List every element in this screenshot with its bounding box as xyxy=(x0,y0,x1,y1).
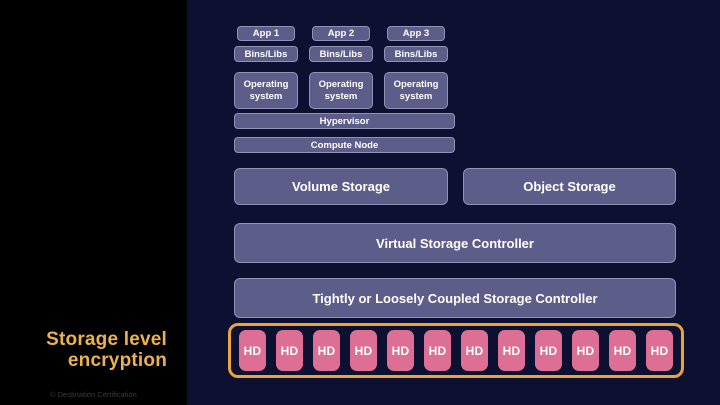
hd-box: HD xyxy=(609,330,636,371)
app-2-box: App 2 xyxy=(312,26,370,41)
bins-libs-row: Bins/Libs Bins/Libs Bins/Libs xyxy=(234,46,448,62)
hd-box: HD xyxy=(572,330,599,371)
slide-title-line1: Storage level xyxy=(46,329,167,350)
apps-row: App 1 App 2 App 3 xyxy=(234,26,448,41)
coupled-storage-controller-bar: Tightly or Loosely Coupled Storage Contr… xyxy=(234,278,676,318)
app-1-box: App 1 xyxy=(237,26,295,41)
app-3-box: App 3 xyxy=(387,26,445,41)
app-column-2: App 2 xyxy=(309,26,373,41)
hd-box: HD xyxy=(276,330,303,371)
operating-system-row: Operating system Operating system Operat… xyxy=(234,72,448,109)
hd-box: HD xyxy=(313,330,340,371)
volume-storage-box: Volume Storage xyxy=(234,168,448,205)
operating-system-1-box: Operating system xyxy=(234,72,298,109)
object-storage-box: Object Storage xyxy=(463,168,676,205)
virtual-storage-controller-bar: Virtual Storage Controller xyxy=(234,223,676,263)
operating-system-3-box: Operating system xyxy=(384,72,448,109)
app-column-1: App 1 xyxy=(234,26,298,41)
slide-title: Storage level encryption xyxy=(0,329,167,371)
operating-system-2-box: Operating system xyxy=(309,72,373,109)
hd-box: HD xyxy=(461,330,488,371)
app-column-3: App 3 xyxy=(384,26,448,41)
bins-libs-1-box: Bins/Libs xyxy=(234,46,298,62)
sidebar: Storage level encryption © Destination C… xyxy=(0,0,187,405)
hd-box: HD xyxy=(535,330,562,371)
hd-box: HD xyxy=(424,330,451,371)
hd-box: HD xyxy=(387,330,414,371)
slide-title-line2: encryption xyxy=(67,350,167,371)
bins-libs-2-box: Bins/Libs xyxy=(309,46,373,62)
compute-node-bar: Compute Node xyxy=(234,137,455,153)
bins-libs-3-box: Bins/Libs xyxy=(384,46,448,62)
copyright-text: © Destination Certification xyxy=(50,390,137,399)
hard-drive-group: HD HD HD HD HD HD HD HD HD HD HD HD xyxy=(228,323,684,378)
hd-box: HD xyxy=(646,330,673,371)
hd-box: HD xyxy=(239,330,266,371)
hd-box: HD xyxy=(350,330,377,371)
hd-box: HD xyxy=(498,330,525,371)
hypervisor-bar: Hypervisor xyxy=(234,113,455,129)
